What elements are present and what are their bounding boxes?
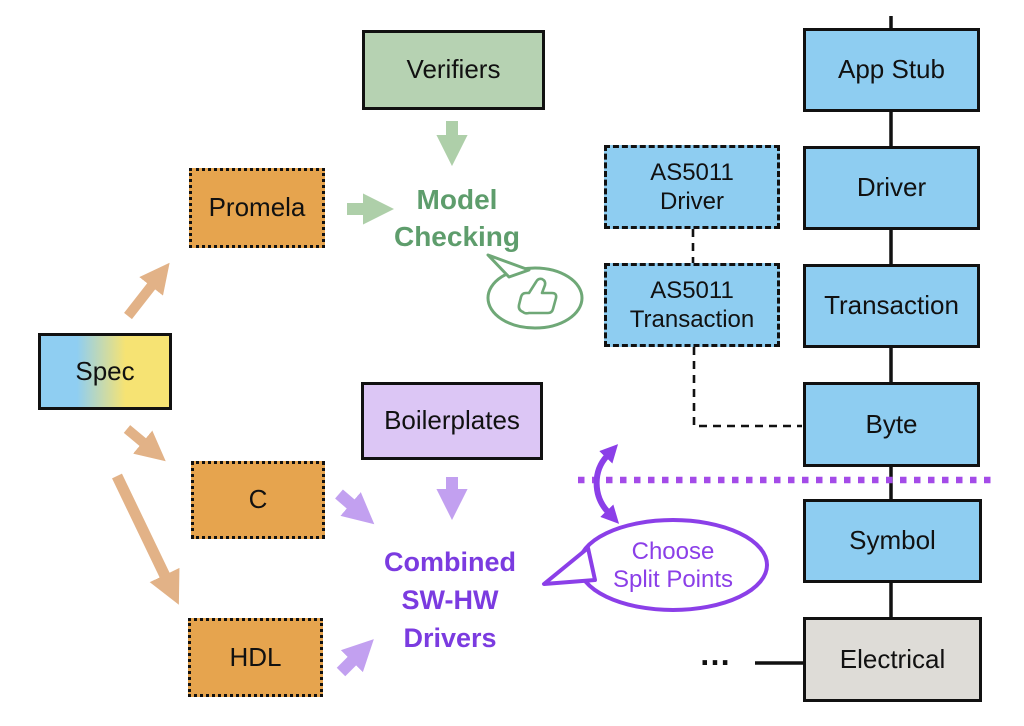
spec-arrows (112, 262, 180, 605)
combined-line1: Combined (384, 547, 516, 577)
byte-label: Byte (865, 408, 918, 439)
boilerplates-box: Boilerplates (361, 382, 543, 460)
model-checking-line2: Checking (393, 221, 521, 252)
spec-to-hdl-arrow (112, 473, 180, 605)
as5011-transaction-line2: Transaction (629, 306, 755, 333)
thumbs-up-icon (517, 277, 558, 315)
as5011-transaction-line1: AS5011 (650, 276, 734, 304)
as5011-driver-line2: Driver (660, 188, 724, 215)
choose-line1: Choose (631, 538, 715, 565)
purple-arrows (335, 477, 468, 677)
stack-box-transaction: Transaction (803, 264, 980, 348)
choose-split-points-text: Choose Split Points (590, 538, 756, 594)
promela-label: Promela (208, 192, 306, 223)
stack-box-symbol: Symbol (803, 499, 982, 583)
electrical-label: Electrical (839, 643, 946, 674)
ellipsis-label: … (699, 636, 733, 672)
hdl-to-combined-arrow (336, 639, 374, 677)
driver-label: Driver (856, 172, 927, 203)
connector-as5011transaction-byte (692, 347, 802, 428)
transaction-label: Transaction (824, 290, 959, 321)
stack-box-app-stub: App Stub (803, 28, 980, 112)
as5011-transaction-label: AS5011 Transaction (630, 276, 755, 335)
promela-box: Promela (189, 168, 325, 248)
spec-to-c-arrow (123, 425, 166, 462)
combined-line2: SW-HW (401, 585, 499, 615)
dashed-mapping-connectors (691, 229, 802, 428)
stack-box-electrical: Electrical (803, 617, 982, 702)
as5011-driver-label: AS5011 Driver (650, 158, 734, 217)
model-checking-label: Model Checking (357, 181, 557, 255)
c-box: C (191, 461, 325, 539)
choose-line2: Split Points (612, 566, 734, 593)
c-label: C (248, 484, 268, 515)
boilerplates-label: Boilerplates (384, 405, 520, 436)
combined-drivers-label: Combined SW-HW Drivers (350, 543, 550, 657)
as5011-driver-line1: AS5011 (650, 158, 734, 186)
spec-label: Spec (75, 355, 135, 386)
spec-to-promela-arrow (124, 262, 170, 320)
symbol-label: Symbol (849, 525, 936, 556)
green-arrows (347, 121, 468, 225)
thumbs-up-bubble (486, 253, 584, 330)
model-checking-line1: Model (416, 184, 498, 215)
stack-box-byte: Byte (803, 382, 980, 467)
as5011-driver-box: AS5011 Driver (604, 145, 780, 229)
split-choice-double-arrow (593, 444, 620, 524)
c-to-combined-arrow (335, 489, 375, 525)
app-stub-label: App Stub (838, 54, 945, 85)
hdl-box: HDL (188, 618, 323, 697)
hdl-label: HDL (229, 641, 282, 672)
choose-split-points-bubble-outline (542, 518, 769, 612)
spec-box: Spec (38, 333, 172, 410)
combined-line3: Drivers (403, 623, 497, 653)
verifiers-label: Verifiers (406, 54, 501, 85)
as5011-transaction-box: AS5011 Transaction (604, 263, 780, 347)
verifiers-box: Verifiers (362, 30, 545, 110)
stack-box-driver: Driver (803, 146, 980, 230)
